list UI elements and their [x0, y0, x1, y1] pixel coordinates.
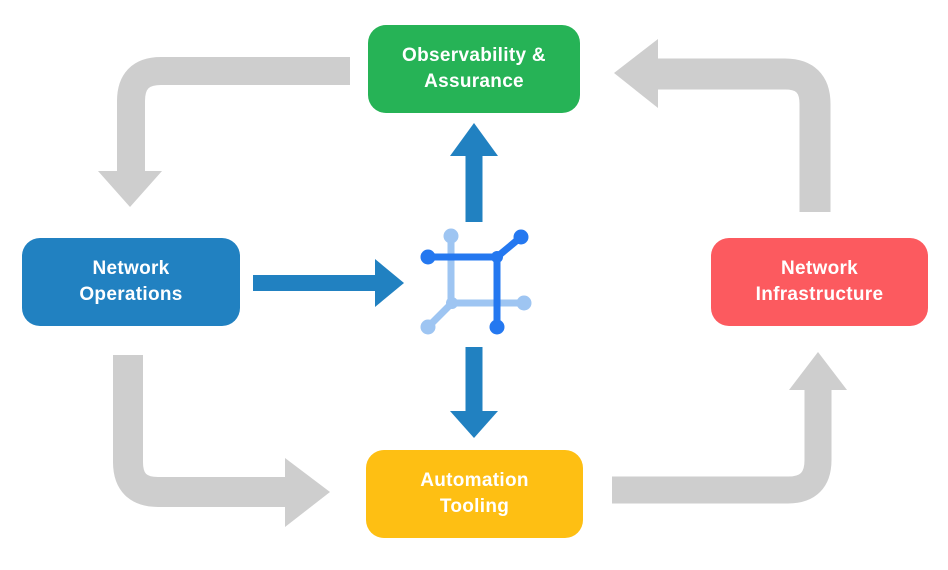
node-observability: Observability & Assurance: [368, 25, 580, 113]
arrowhead-right: [285, 458, 330, 527]
arrowhead-up: [789, 352, 847, 390]
node-label-line1: Network: [780, 258, 859, 279]
node-automation: Automation Tooling: [366, 450, 583, 538]
node-infrastructure: Network Infrastructure: [711, 238, 928, 326]
arrowhead-down: [450, 411, 498, 438]
arrow-automation-to-infrastructure: [612, 352, 847, 504]
arrowhead-down: [98, 171, 162, 207]
arrow-infrastructure-to-observability: [614, 39, 831, 212]
node-label-line2: Infrastructure: [755, 284, 884, 305]
node-operations: Network Operations: [22, 238, 240, 326]
arrow-center-to-observability: [450, 123, 498, 222]
node-label-line1: Automation: [420, 470, 529, 491]
node-label-line2: Operations: [79, 284, 183, 305]
arrowhead-left: [614, 39, 658, 108]
arrow-observability-to-operations: [98, 57, 350, 207]
arrow-operations-to-automation: [113, 355, 330, 527]
arrow-center-to-automation: [450, 347, 498, 438]
arrowhead-right: [375, 259, 404, 307]
node-label-line2: Tooling: [439, 496, 510, 517]
arrowhead-up: [450, 123, 498, 156]
network-nodes-icon: [420, 228, 532, 335]
node-label-line2: Assurance: [424, 71, 524, 92]
node-label-line1: Observability &: [402, 45, 546, 66]
arrow-operations-to-center: [253, 259, 404, 307]
network-icon-dark-part: [420, 229, 529, 335]
node-label-line1: Network: [92, 258, 170, 279]
